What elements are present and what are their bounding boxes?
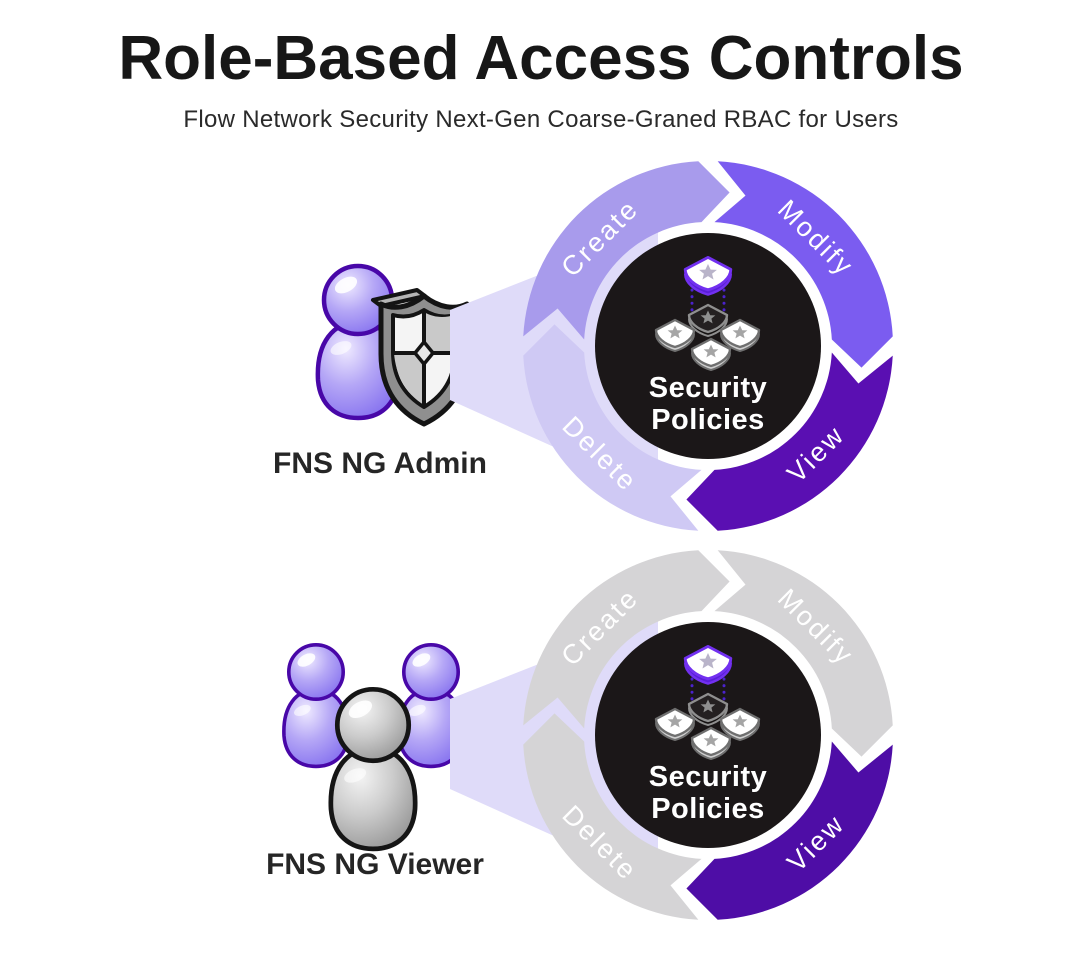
center-label-line1: Security xyxy=(649,761,767,793)
segment-delete xyxy=(523,713,702,920)
role-label-viewer: FNS NG Viewer xyxy=(266,848,484,881)
viewer-person-left-icon xyxy=(283,644,349,767)
ring-segments xyxy=(523,161,893,531)
segment-modify xyxy=(714,161,893,368)
center-label-line2: Policies xyxy=(651,793,765,825)
center-label-line2: Policies xyxy=(651,404,765,436)
viewer-permissions-ring: Security Policies Create Modify View Del… xyxy=(450,550,893,920)
segment-view xyxy=(686,741,893,920)
admin-shield-icon xyxy=(371,288,470,427)
viewer-person-front-icon xyxy=(330,689,416,849)
center-label-line1: Security xyxy=(649,372,767,404)
page-title: Role-Based Access Controls xyxy=(118,24,964,93)
segment-modify xyxy=(714,550,893,757)
ring-segments xyxy=(523,550,893,920)
role-label-admin: FNS NG Admin xyxy=(273,447,487,480)
segment-create xyxy=(523,550,730,729)
segment-create xyxy=(523,161,730,340)
admin-user-with-shield-icon xyxy=(317,266,470,427)
page-subtitle: Flow Network Security Next-Gen Coarse-Gr… xyxy=(183,106,899,133)
admin-permissions-ring: Security Policies Create Modify View Del… xyxy=(450,161,893,531)
segment-view xyxy=(686,352,893,531)
segment-delete xyxy=(523,324,702,531)
